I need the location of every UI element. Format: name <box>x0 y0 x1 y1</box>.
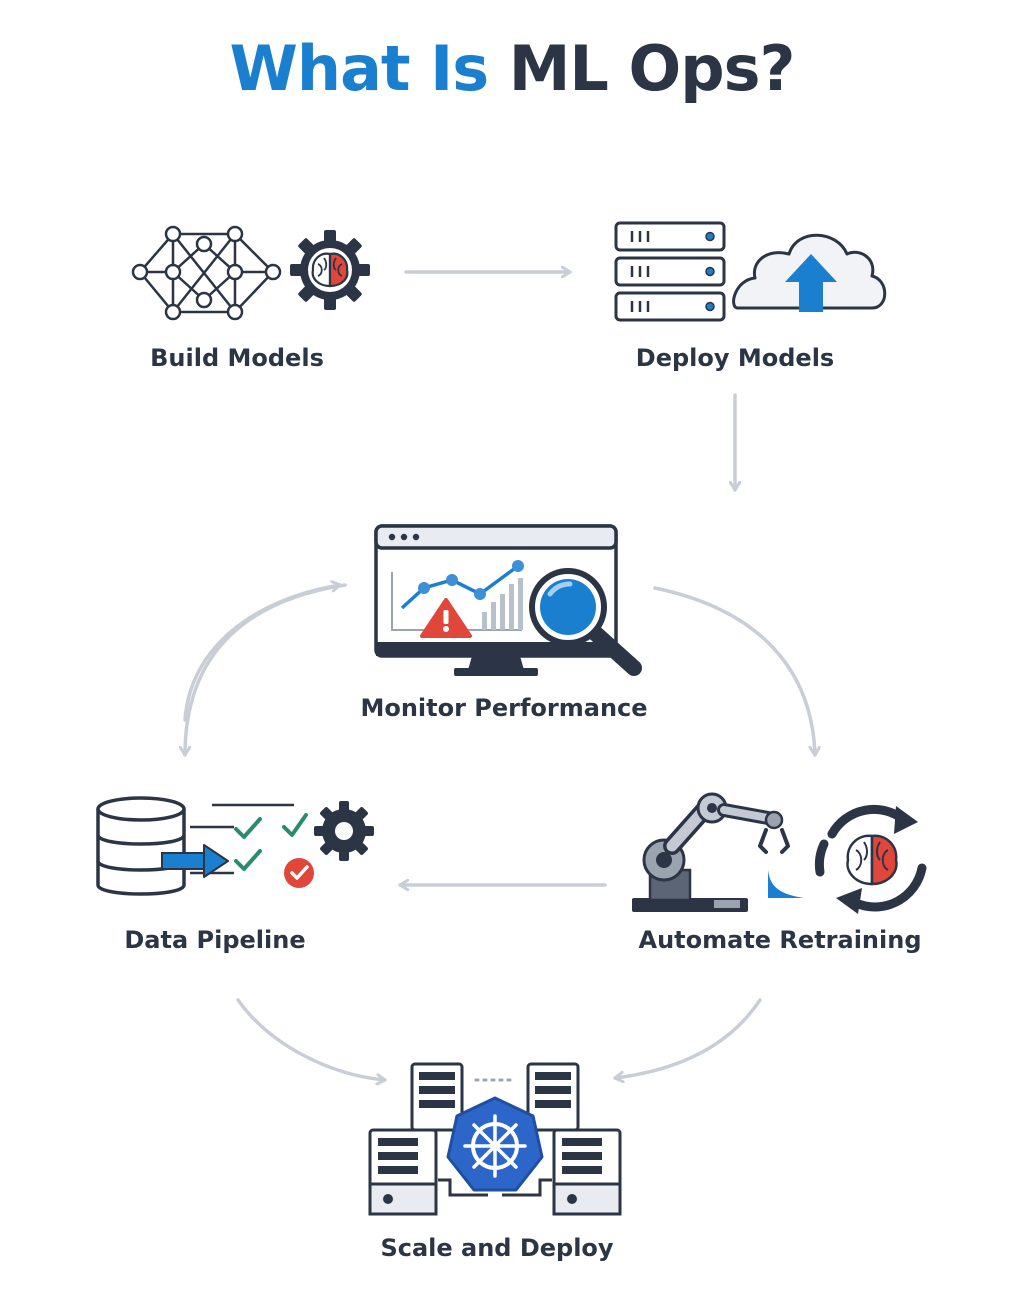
automate-retraining-label: Automate Retraining <box>638 926 922 954</box>
robot-arm-retrain-icon <box>632 792 927 914</box>
neural-network-icon <box>131 225 282 321</box>
page-title: What Is ML Ops? <box>0 32 1024 105</box>
arrow-pipeline-to-scale <box>236 998 387 1080</box>
deploy-models-label: Deploy Models <box>635 344 835 372</box>
cloud-upload-icon <box>732 233 887 312</box>
automate-retraining-node <box>628 790 928 920</box>
arrow-monitor-to-retrain <box>653 586 815 757</box>
scale-and-deploy-label: Scale and Deploy <box>380 1234 614 1262</box>
data-pipeline-node <box>94 795 379 900</box>
server-top-left <box>410 1062 464 1132</box>
build-models-label: Build Models <box>150 344 324 372</box>
arrow-retrain-to-scale <box>613 998 762 1078</box>
kubernetes-cluster-icon <box>368 1062 622 1216</box>
title-part2: ML Ops? <box>508 32 796 105</box>
monitor-dashboard-icon <box>374 524 642 676</box>
title-part1: What Is <box>229 32 490 105</box>
scale-and-deploy-node <box>368 1060 623 1220</box>
arrow-pipeline-to-monitor <box>183 585 342 722</box>
deploy-models-node <box>612 220 887 325</box>
server-rack-icon <box>614 221 726 322</box>
build-models-node <box>128 222 378 327</box>
gear-brain-icon <box>290 230 370 310</box>
data-pipeline-label: Data Pipeline <box>124 926 306 954</box>
monitor-performance-node <box>372 522 650 684</box>
monitor-performance-label: Monitor Performance <box>360 694 648 722</box>
data-pipeline-icon <box>96 796 374 896</box>
